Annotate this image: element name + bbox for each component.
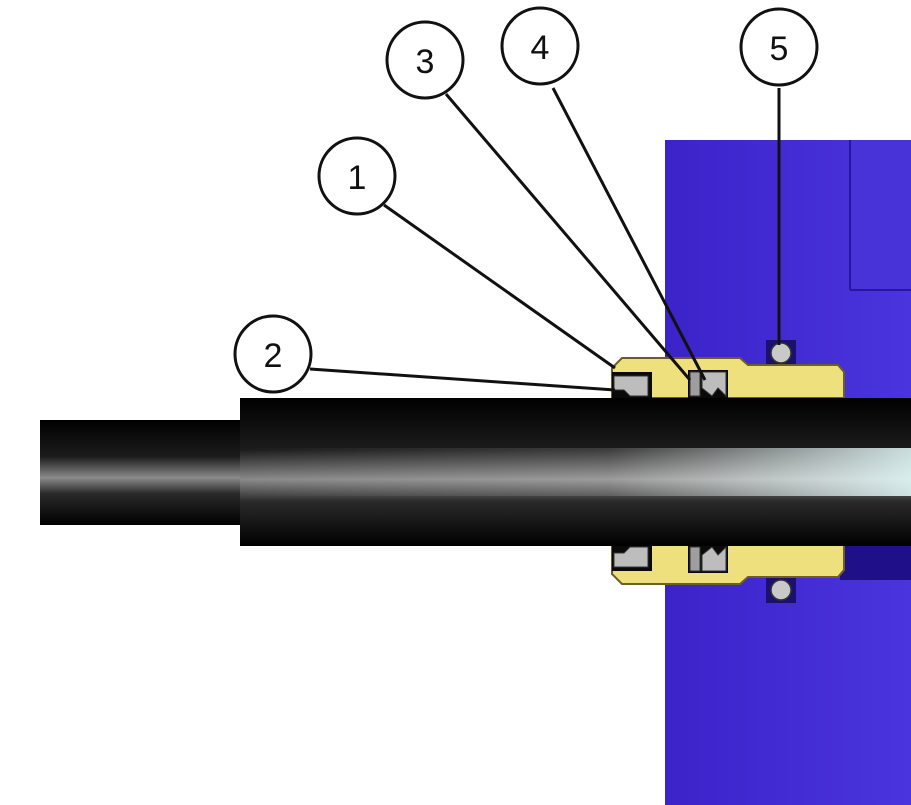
callout-number: 2 <box>264 337 283 375</box>
rod-end-small <box>40 420 245 525</box>
callout-2: 2 <box>233 314 313 394</box>
u-cup-bottom <box>701 545 727 572</box>
o-ring-bottom <box>770 579 792 601</box>
callout-4: 4 <box>500 6 580 86</box>
housing-shadow <box>840 545 911 580</box>
o-ring-top <box>770 342 792 364</box>
leader-line-4 <box>551 87 707 381</box>
wiper-seal <box>613 375 649 568</box>
rod-shine <box>240 448 911 496</box>
callout-circle <box>500 6 580 86</box>
callout-1: 1 <box>317 136 397 216</box>
callout-number: 3 <box>416 43 435 81</box>
backup-ring-top <box>689 371 701 397</box>
callouts: 1 2 3 4 5 <box>233 6 819 394</box>
leader-line-3 <box>444 93 692 381</box>
housing-step <box>850 140 911 290</box>
callout-5: 5 <box>739 7 819 87</box>
leader-line-1 <box>383 203 616 370</box>
o-ring-static <box>766 340 796 603</box>
callout-circle <box>317 136 397 216</box>
callout-3: 3 <box>385 20 465 100</box>
piston-rod <box>40 398 911 546</box>
backup-ring-bottom <box>689 546 701 572</box>
callout-number: 4 <box>531 29 550 67</box>
callout-circle <box>739 7 819 87</box>
rod-seal <box>689 371 727 572</box>
callout-number: 5 <box>770 30 789 68</box>
callout-circle <box>385 20 465 100</box>
u-cup-top <box>701 371 727 398</box>
leader-line-2 <box>309 367 616 392</box>
wiper-seal-bottom <box>613 546 649 568</box>
callout-circle <box>233 314 313 394</box>
leader-lines <box>309 87 781 392</box>
callout-number: 1 <box>348 159 367 197</box>
